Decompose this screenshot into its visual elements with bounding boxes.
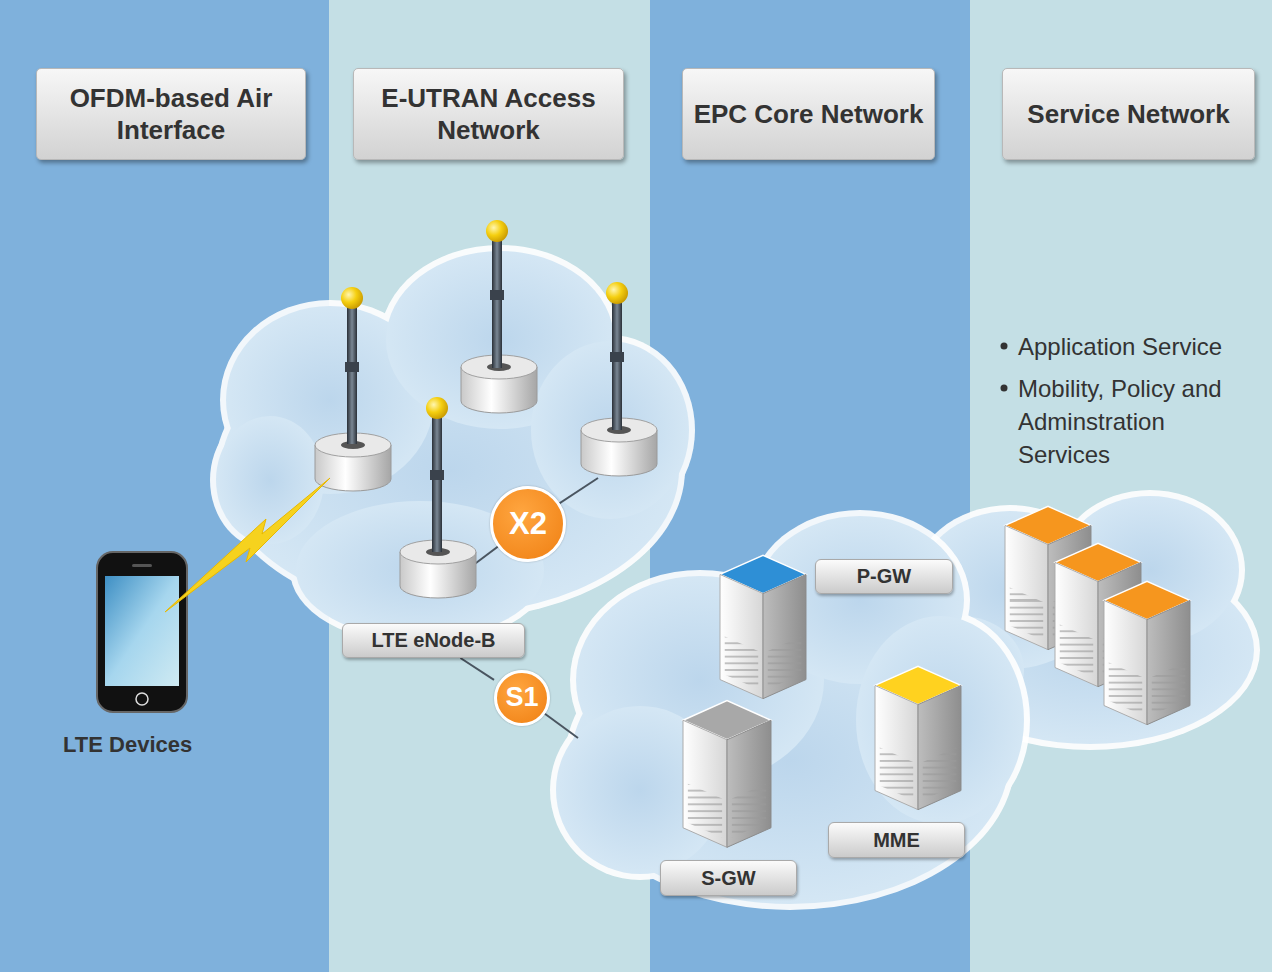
bullet-dot: [1001, 385, 1008, 392]
node-text: EPC Core Network: [694, 98, 924, 131]
node-text: P-GW: [857, 564, 911, 589]
access-cloud: [210, 245, 695, 645]
interface-badge: X2: [490, 486, 566, 562]
device-label: LTE Devices: [63, 728, 263, 761]
element-tag: MME: [828, 822, 965, 858]
antenna: [400, 397, 476, 598]
interface-wire: [472, 478, 598, 738]
phone-icon: [97, 552, 187, 712]
column-header: E-UTRAN Access Network: [353, 68, 624, 160]
antenna: [461, 220, 537, 413]
radio-bolt: [165, 478, 330, 612]
server-icon: [875, 666, 961, 809]
node-text: S-GW: [701, 866, 755, 891]
node-text: X2: [509, 505, 547, 544]
interface-link: [460, 658, 494, 680]
column-header: EPC Core Network: [682, 68, 935, 160]
service-item: Mobility, Policy and Adminstration Servi…: [1018, 372, 1240, 471]
element-tag: P-GW: [815, 559, 953, 594]
node-text: LTE eNode-B: [371, 628, 495, 653]
server-icon: [720, 555, 806, 698]
service-item: Application Service: [1018, 330, 1240, 363]
column-header: OFDM-based Air Interface: [36, 68, 306, 160]
band: [970, 0, 1272, 972]
band: [0, 0, 329, 972]
element-tag: LTE eNode-B: [342, 623, 525, 658]
antenna: [315, 287, 391, 491]
server-icon: [683, 701, 771, 848]
antenna: [581, 282, 657, 476]
node-text: S1: [505, 681, 538, 715]
element-tag: S-GW: [660, 860, 797, 896]
node-text: OFDM-based Air Interface: [37, 82, 305, 147]
node-text: E-UTRAN Access Network: [354, 82, 623, 147]
bullet-dot: [1001, 343, 1008, 350]
node-text: Service Network: [1027, 98, 1229, 131]
interface-badge: S1: [494, 670, 550, 726]
server-icon: [1104, 581, 1190, 724]
node-text: MME: [873, 828, 920, 853]
column-header: Service Network: [1002, 68, 1255, 160]
